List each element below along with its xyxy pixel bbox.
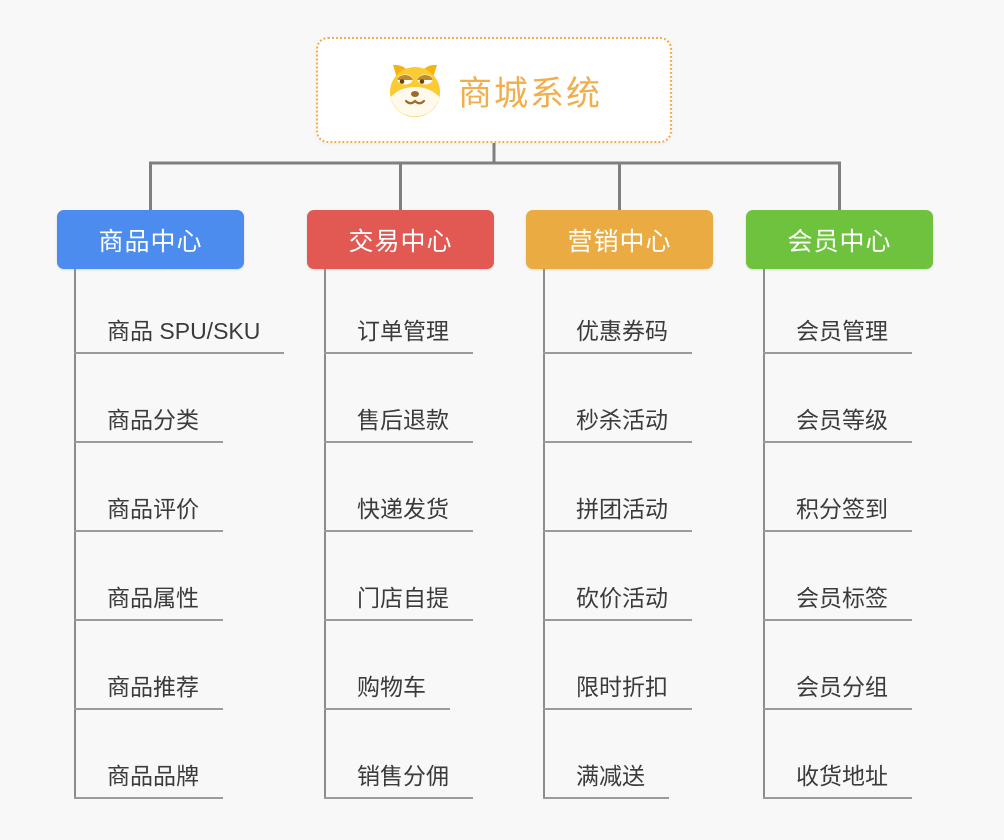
branch-items: 商品 SPU/SKU 商品分类 商品评价 商品属性 商品推荐 商品品牌 [57, 269, 285, 799]
branch-item-label[interactable]: 积分签到 [763, 490, 912, 532]
branch-item: 满减送 [526, 710, 713, 799]
branch-item-label[interactable]: 会员管理 [763, 312, 912, 354]
branch-item-label[interactable]: 优惠券码 [543, 312, 692, 354]
branch-header[interactable]: 营销中心 [526, 210, 713, 269]
branch-item: 购物车 [307, 621, 494, 710]
branch-item-label[interactable]: 满减送 [543, 757, 669, 799]
branch-item: 订单管理 [307, 269, 494, 354]
branch-item: 优惠券码 [526, 269, 713, 354]
branch-item: 快递发货 [307, 443, 494, 532]
branch-header[interactable]: 会员中心 [746, 210, 933, 269]
branch-item-label[interactable]: 订单管理 [324, 312, 473, 354]
branch-item: 收货地址 [746, 710, 933, 799]
branch-item-label[interactable]: 商品 SPU/SKU [74, 312, 285, 354]
branch-header[interactable]: 商品中心 [57, 210, 244, 269]
branch-item: 售后退款 [307, 354, 494, 443]
branch-item-label[interactable]: 商品分类 [74, 401, 223, 443]
connector-path [149, 139, 841, 212]
dog-face-icon [390, 64, 440, 117]
branch-item-label[interactable]: 售后退款 [324, 401, 473, 443]
root-node[interactable]: 商城系统 [316, 37, 672, 143]
branch-item: 商品 SPU/SKU [57, 269, 285, 354]
branch-header[interactable]: 交易中心 [307, 210, 494, 269]
branch-item-label[interactable]: 门店自提 [324, 579, 473, 621]
branch-item-label[interactable]: 会员等级 [763, 401, 912, 443]
branch-item: 积分签到 [746, 443, 933, 532]
branch-item-label[interactable]: 商品评价 [74, 490, 223, 532]
branch-3: 营销中心 优惠券码 秒杀活动 拼团活动 砍价活动 限时折扣 满减送 [526, 210, 713, 799]
branch-item: 会员等级 [746, 354, 933, 443]
branch-item: 商品品牌 [57, 710, 244, 799]
branch-item-label[interactable]: 商品品牌 [74, 757, 223, 799]
branch-item-label[interactable]: 砍价活动 [543, 579, 692, 621]
branch-item-label[interactable]: 购物车 [324, 668, 450, 710]
branch-item: 秒杀活动 [526, 354, 713, 443]
branch-items: 订单管理 售后退款 快递发货 门店自提 购物车 销售分佣 [307, 269, 494, 799]
branch-item: 砍价活动 [526, 532, 713, 621]
branch-1: 商品中心 商品 SPU/SKU 商品分类 商品评价 商品属性 商品推荐 商品品牌 [57, 210, 285, 799]
branch-item-label[interactable]: 商品属性 [74, 579, 223, 621]
branch-items: 优惠券码 秒杀活动 拼团活动 砍价活动 限时折扣 满减送 [526, 269, 713, 799]
branch-item-label[interactable]: 收货地址 [763, 757, 912, 799]
branch-item: 商品推荐 [57, 621, 244, 710]
branch-2: 交易中心 订单管理 售后退款 快递发货 门店自提 购物车 销售分佣 [307, 210, 494, 799]
branch-item: 商品属性 [57, 532, 244, 621]
root-title: 商城系统 [458, 74, 602, 113]
branch-item-label[interactable]: 拼团活动 [543, 490, 692, 532]
branch-item-label[interactable]: 秒杀活动 [543, 401, 692, 443]
branch-item: 会员分组 [746, 621, 933, 710]
branch-item: 限时折扣 [526, 621, 713, 710]
branch-item: 会员标签 [746, 532, 933, 621]
branch-4: 会员中心 会员管理 会员等级 积分签到 会员标签 会员分组 收货地址 [746, 210, 933, 799]
branch-items: 会员管理 会员等级 积分签到 会员标签 会员分组 收货地址 [746, 269, 933, 799]
branch-item: 销售分佣 [307, 710, 494, 799]
branch-item-label[interactable]: 商品推荐 [74, 668, 223, 710]
branch-item-label[interactable]: 限时折扣 [543, 668, 692, 710]
branch-item: 门店自提 [307, 532, 494, 621]
branch-item: 商品评价 [57, 443, 244, 532]
branch-item-label[interactable]: 快递发货 [324, 490, 473, 532]
branch-item-label[interactable]: 会员标签 [763, 579, 912, 621]
branch-item-label[interactable]: 会员分组 [763, 668, 912, 710]
branch-item: 拼团活动 [526, 443, 713, 532]
branch-item: 会员管理 [746, 269, 933, 354]
branch-item-label[interactable]: 销售分佣 [324, 757, 473, 799]
branch-item: 商品分类 [57, 354, 244, 443]
